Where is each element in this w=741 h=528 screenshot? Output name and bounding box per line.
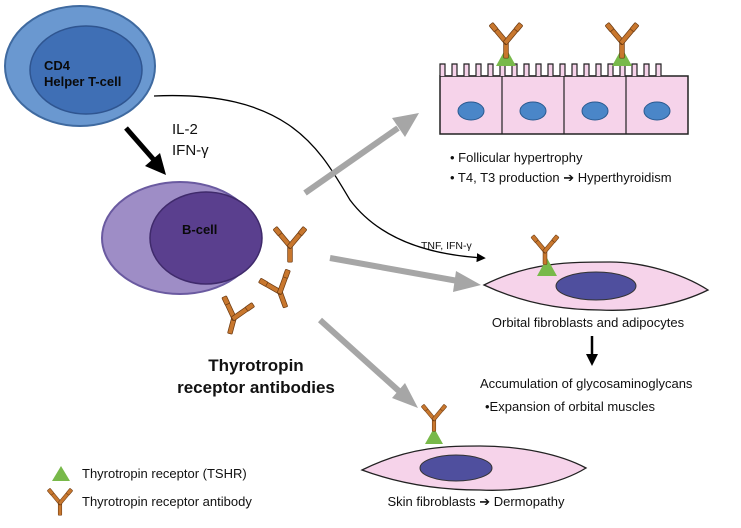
- thyroid-bullet-2: • T4, T3 production ➔ Hyperthyroidism: [450, 170, 672, 185]
- tnf-ifn-label: TNF, IFN-γ: [421, 240, 472, 252]
- legend-antibody-icon: [46, 487, 74, 516]
- antibody-icon: [488, 22, 524, 59]
- orbital-expansion: •Expansion of orbital muscles: [485, 399, 656, 414]
- helper-t-cell: CD4 Helper T-cell: [4, 5, 156, 127]
- thyroid-epithelium: [439, 22, 689, 135]
- antibody-icon: [530, 234, 560, 265]
- orbital-caption: Orbital fibroblasts and adipocytes: [492, 315, 685, 330]
- receptor-icon: [537, 258, 557, 276]
- antibody-icon: [604, 22, 640, 59]
- antibody-icon: [257, 267, 302, 314]
- ifn-label: IFN-γ: [172, 142, 209, 159]
- skin-caption: Skin fibroblasts ➔ Dermopathy: [387, 494, 565, 509]
- antibody-icon: [420, 403, 448, 432]
- legend-receptor-icon: [52, 466, 70, 481]
- receptor-icon: [425, 428, 443, 444]
- helper-t-label-line1: CD4: [44, 58, 71, 73]
- antibody-icon: [213, 294, 256, 339]
- antibodies-label-line1: Thyrotropin: [208, 356, 303, 375]
- thyroid-bullet-1: • Follicular hypertrophy: [450, 150, 583, 165]
- cytokine-curve-arrow: [153, 94, 486, 263]
- down-arrow: [586, 336, 598, 366]
- legend: Thyrotropin receptor (TSHR) Thyrotropin …: [46, 466, 252, 516]
- il2-label: IL-2: [172, 121, 198, 138]
- legend-receptor-label: Thyrotropin receptor (TSHR): [82, 466, 247, 481]
- antibody-icon: [272, 226, 308, 263]
- helper-t-label-line2: Helper T-cell: [44, 74, 121, 89]
- activation-arrow: [124, 126, 166, 175]
- antibodies-label-line2: receptor antibodies: [177, 378, 335, 397]
- orbital-fibroblast: [482, 234, 710, 311]
- b-cell-label: B-cell: [182, 222, 217, 237]
- legend-antibody-label: Thyrotropin receptor antibody: [82, 494, 252, 509]
- skin-fibroblast: [360, 403, 588, 491]
- orbital-accumulation: Accumulation of glycosaminoglycans: [480, 376, 693, 391]
- b-cell: B-cell: [101, 181, 263, 295]
- gray-arrows: [303, 113, 481, 408]
